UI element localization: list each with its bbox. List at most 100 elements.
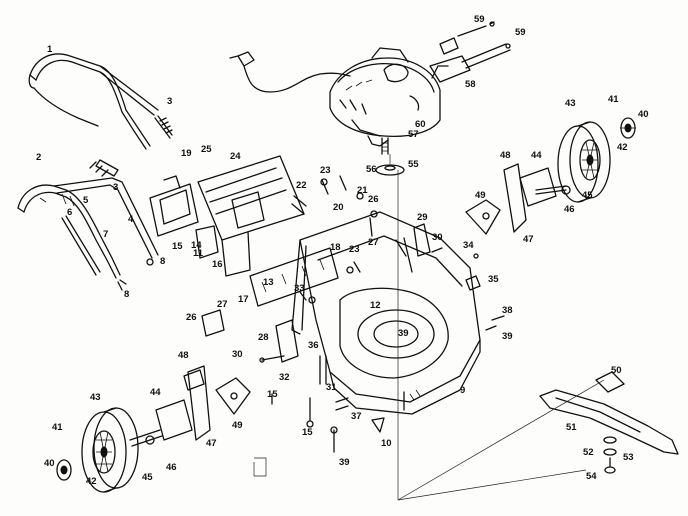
- control-panel-19: [149, 175, 199, 237]
- part-number-c32: 32: [279, 372, 290, 383]
- part-number-c45b: 45: [142, 472, 153, 483]
- part-number-c59b: 59: [515, 27, 526, 38]
- part-number-c49a: 49: [475, 190, 486, 201]
- part-number-c42a: 42: [617, 142, 628, 153]
- part-number-c17: 17: [238, 294, 249, 305]
- blade-adapter-55: [375, 164, 405, 176]
- throttle-control-58: [429, 21, 511, 83]
- part-number-c30a: 30: [432, 232, 443, 243]
- part-number-c47a: 47: [523, 234, 534, 245]
- part-number-c26a: 26: [186, 312, 197, 323]
- right-wheel: [557, 121, 611, 203]
- upper-handle: [28, 53, 159, 150]
- part-number-c60: 60: [415, 119, 426, 130]
- part-number-c27b: 27: [368, 237, 379, 248]
- part-number-c47b: 47: [206, 438, 217, 449]
- rear-door-brackets: [201, 309, 385, 453]
- part-number-c9: 9: [460, 385, 465, 396]
- part-number-c4: 4: [128, 214, 134, 225]
- mower-blade-51: [539, 371, 679, 474]
- part-number-c3b: 3: [113, 182, 118, 193]
- part-number-c7: 7: [103, 229, 108, 240]
- part-number-c8a: 8: [160, 256, 165, 267]
- part-number-c45a: 45: [582, 190, 593, 201]
- part-number-c13: 13: [263, 277, 274, 288]
- part-number-c39a: 39: [502, 331, 513, 342]
- part-number-c43b: 43: [90, 392, 101, 403]
- part-number-c41a: 41: [608, 94, 619, 105]
- part-number-c40a: 40: [638, 109, 649, 120]
- part-number-c48a: 48: [500, 150, 511, 161]
- part-number-c55: 55: [408, 159, 419, 170]
- part-number-c56: 56: [366, 164, 377, 175]
- part-number-c44b: 44: [150, 387, 161, 398]
- rear-baffle-18: [291, 239, 307, 335]
- part-number-c14: 14: [191, 240, 202, 251]
- part-number-c46b: 46: [166, 462, 177, 473]
- part-number-c21: 21: [357, 185, 368, 196]
- part-number-c53: 53: [623, 452, 634, 463]
- part-number-c39c: 39: [398, 328, 409, 339]
- part-number-c15b: 15: [267, 389, 278, 400]
- part-number-c25: 25: [201, 144, 212, 155]
- part-number-c23a: 23: [320, 165, 331, 176]
- bolt-8: [117, 258, 154, 291]
- crankshaft-57: [381, 137, 389, 155]
- part-number-c46a: 46: [564, 204, 575, 215]
- part-number-c15a: 15: [172, 241, 183, 252]
- engine-assembly: [329, 47, 449, 147]
- part-number-c24: 24: [230, 151, 241, 162]
- part-number-c42b: 42: [86, 476, 97, 487]
- part-number-c54: 54: [586, 471, 597, 482]
- part-number-c11: 11: [193, 248, 204, 259]
- part-number-c19: 19: [181, 148, 192, 159]
- part-number-c34: 34: [463, 240, 474, 251]
- part-number-c33: 33: [294, 283, 305, 294]
- part-number-c38: 38: [502, 305, 513, 316]
- part-number-c27a: 27: [217, 299, 228, 310]
- control-cable: [229, 51, 351, 93]
- part-number-c16: 16: [212, 259, 223, 270]
- part-number-c51: 51: [566, 422, 577, 433]
- part-number-c43a: 43: [565, 98, 576, 109]
- left-height-adjuster-44: [129, 365, 251, 447]
- handle-bolt-3: [154, 115, 173, 139]
- right-height-adjuster-44: [465, 163, 571, 235]
- part-number-c30b: 30: [232, 349, 243, 360]
- part-number-c23b: 23: [349, 244, 360, 255]
- part-number-c48b: 48: [178, 350, 189, 361]
- part-number-c50: 50: [611, 365, 622, 376]
- part-number-c28: 28: [258, 332, 269, 343]
- part-number-c59a: 59: [474, 14, 485, 25]
- part-number-c37: 37: [351, 411, 362, 422]
- part-number-c49b: 49: [232, 420, 243, 431]
- part-number-c1: 1: [47, 44, 53, 55]
- right-wheel-hub-40: [620, 117, 636, 139]
- bracket-13: [195, 155, 305, 277]
- part-number-c26b: 26: [368, 194, 379, 205]
- part-number-c2: 2: [36, 152, 41, 163]
- part-number-c57: 57: [408, 129, 419, 140]
- part-number-c44a: 44: [531, 150, 542, 161]
- part-number-c10: 10: [381, 438, 392, 449]
- left-wheel-hub-40: [56, 459, 72, 481]
- part-number-c35: 35: [488, 274, 499, 285]
- part-number-c18: 18: [330, 242, 341, 253]
- lower-handle: [17, 159, 159, 279]
- part-number-c20: 20: [333, 202, 344, 213]
- mower-deck-9: [299, 211, 481, 415]
- part-number-c40b: 40: [44, 458, 55, 469]
- part-number-c15c: 15: [302, 427, 313, 438]
- part-number-c41b: 41: [52, 422, 63, 433]
- part-number-c5: 5: [83, 195, 89, 206]
- left-wheel: [81, 407, 139, 493]
- part-number-c3a: 3: [167, 96, 172, 107]
- part-number-c39b: 39: [339, 457, 350, 468]
- part-number-c58: 58: [465, 79, 476, 90]
- part-number-c22: 22: [296, 180, 307, 191]
- part-number-c12: 12: [370, 300, 381, 311]
- part-number-c6: 6: [67, 207, 72, 218]
- part-number-c8b: 8: [124, 289, 129, 300]
